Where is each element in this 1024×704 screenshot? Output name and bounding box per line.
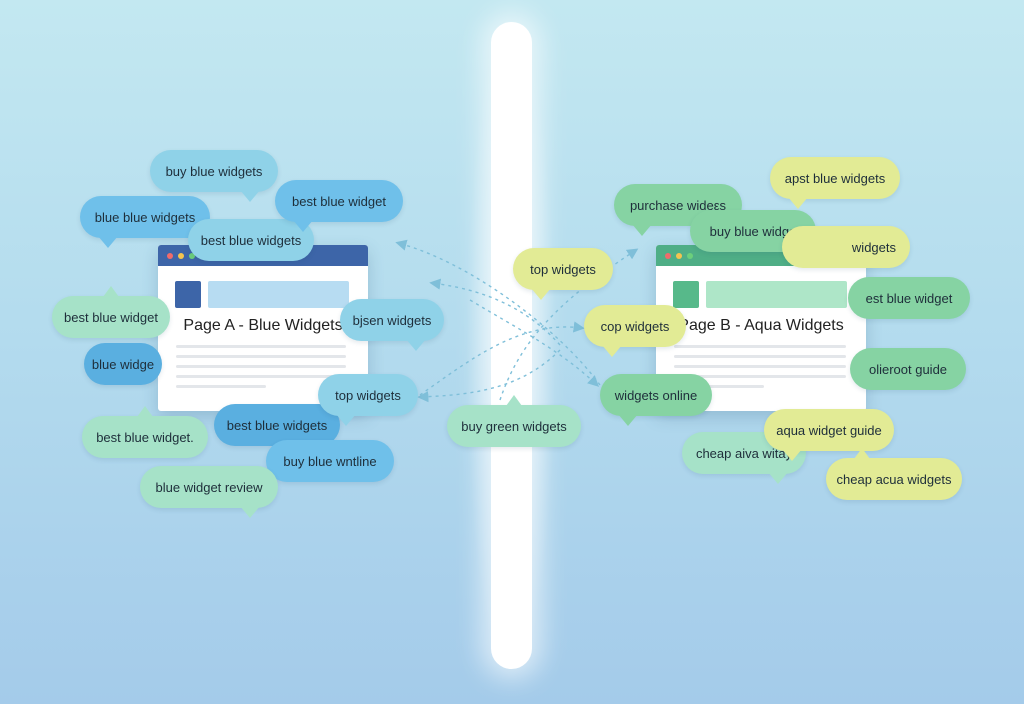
keyword-bubble[interactable]: best blue widget. — [82, 406, 208, 458]
keyword-bubble[interactable]: blue blue widgets — [80, 196, 210, 248]
text-line — [176, 355, 346, 358]
keyword-bubble[interactable]: buy blue wntline — [266, 440, 394, 482]
maximize-dot-icon — [189, 252, 195, 259]
keyword-bubble[interactable]: best blue widget — [275, 180, 403, 232]
close-dot-icon — [665, 252, 671, 259]
text-line — [674, 375, 846, 378]
center-divider — [491, 22, 532, 669]
keyword-bubble[interactable]: blue widge — [84, 343, 162, 385]
keyword-bubble[interactable]: cop widgets — [584, 305, 686, 357]
minimize-dot-icon — [676, 252, 682, 259]
keyword-bubble[interactable]: widgets online — [600, 374, 712, 426]
text-line — [674, 385, 764, 388]
keyword-bubble[interactable]: blue widget review — [140, 466, 278, 518]
text-line — [674, 365, 846, 368]
keyword-bubble[interactable]: bjsen widgets — [340, 299, 444, 351]
page-b-logo-block — [673, 281, 699, 308]
page-b-header-block — [706, 281, 847, 308]
keyword-bubble[interactable]: best blue widget — [52, 286, 170, 338]
keyword-bubble[interactable]: top widgets — [318, 374, 418, 426]
text-line — [176, 375, 346, 378]
keyword-bubble[interactable]: est blue widget — [848, 277, 970, 319]
keyword-bubble[interactable]: buy blue widgets — [150, 150, 278, 202]
text-line — [674, 355, 846, 358]
minimize-dot-icon — [178, 252, 184, 259]
keyword-bubble[interactable]: widgets — [782, 226, 910, 268]
page-a-title: Page A - Blue Widgets — [183, 317, 343, 334]
page-b-title: Page B - Aqua Widgets — [678, 317, 844, 334]
keyword-bubble[interactable]: top widgets — [513, 248, 613, 300]
page-a-logo-block — [175, 281, 201, 308]
keyword-bubble[interactable]: buy green widgets — [447, 395, 581, 447]
close-dot-icon — [167, 252, 173, 259]
page-a-header-block — [208, 281, 349, 308]
text-line — [176, 385, 266, 388]
keyword-bubble[interactable]: best blue widgets — [214, 404, 340, 446]
text-line — [176, 365, 346, 368]
keyword-bubble[interactable]: apst blue widgets — [770, 157, 900, 209]
keyword-bubble[interactable]: aqua widget guide — [764, 409, 894, 461]
text-line — [176, 345, 346, 348]
text-line — [674, 345, 846, 348]
keyword-bubble[interactable]: best blue widgets — [188, 219, 314, 261]
keyword-bubble[interactable]: olieroot guide — [850, 348, 966, 390]
keyword-bubble[interactable]: cheap acua widgets — [826, 448, 962, 500]
maximize-dot-icon — [687, 252, 693, 259]
